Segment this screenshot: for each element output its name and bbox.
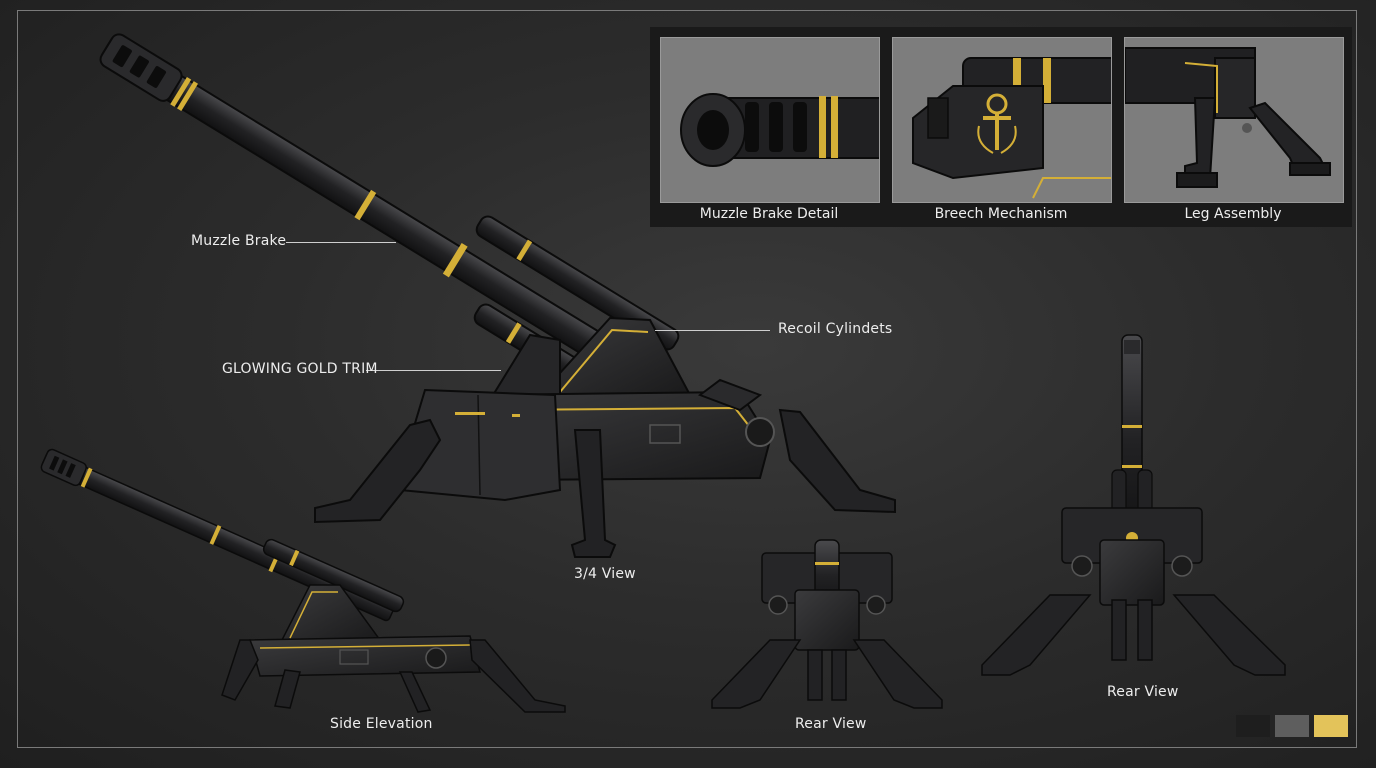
- swatch-gray: [1275, 715, 1309, 737]
- three-quarter-view-label: 3/4 View: [574, 566, 636, 582]
- muzzle-brake-detail-panel: [660, 37, 880, 203]
- swatch-black: [1236, 715, 1270, 737]
- side-elevation-cannon: [40, 448, 566, 713]
- gold-trim-label: GLOWING GOLD TRIM: [222, 361, 378, 377]
- muzzle-brake-leader: [286, 242, 396, 243]
- sheet-border: [17, 10, 1357, 748]
- rear-view-small-cannon: [711, 539, 943, 709]
- side-elevation-label: Side Elevation: [330, 716, 433, 732]
- recoil-cylinders-label: Recoil Cylindets: [778, 321, 893, 337]
- gold-trim-leader: [366, 370, 501, 371]
- breech-mechanism-label: Breech Mechanism: [934, 206, 1068, 222]
- recoil-leader: [655, 330, 770, 331]
- breech-mechanism-panel: [892, 37, 1112, 203]
- leg-assembly-label: Leg Assembly: [1184, 206, 1282, 222]
- swatch-gold: [1314, 715, 1348, 737]
- three-quarter-view-cannon: [99, 33, 896, 558]
- rear-view-small-label: Rear View: [795, 716, 867, 732]
- muzzle-brake-detail-label: Muzzle Brake Detail: [699, 206, 839, 222]
- muzzle-brake-label: Muzzle Brake: [191, 233, 287, 249]
- rear-view-large-cannon: [981, 334, 1286, 676]
- leg-assembly-panel: [1124, 37, 1344, 203]
- rear-view-large-label: Rear View: [1107, 684, 1179, 700]
